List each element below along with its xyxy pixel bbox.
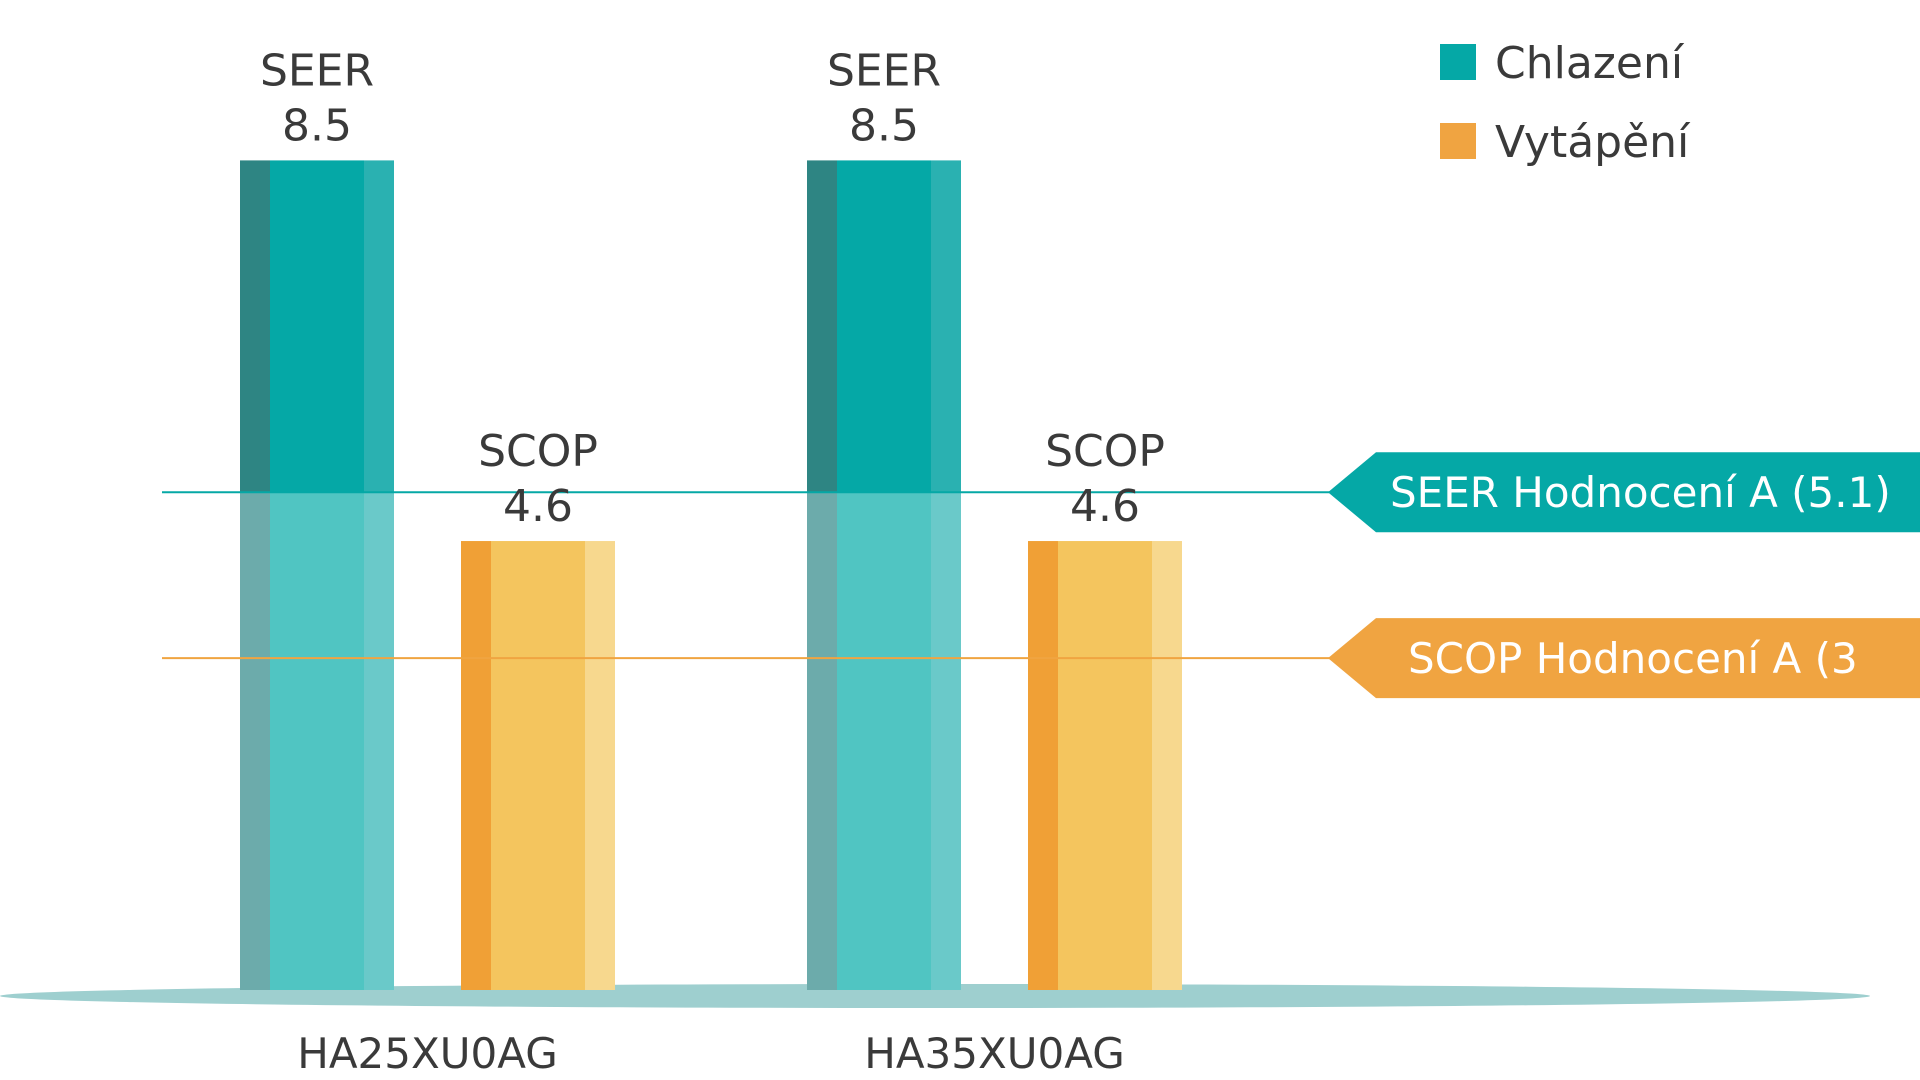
legend-swatch bbox=[1440, 44, 1476, 80]
bar bbox=[807, 160, 961, 990]
bar-segment bbox=[1028, 541, 1058, 990]
category-label: HA35XU0AG bbox=[864, 1029, 1125, 1078]
bar-segment bbox=[461, 541, 491, 990]
bar-segment bbox=[931, 160, 961, 493]
bar-metric-label: SEER bbox=[260, 45, 374, 96]
bar-metric-label: SCOP bbox=[1045, 426, 1165, 477]
bar-segment bbox=[364, 160, 394, 493]
bar-segment bbox=[837, 492, 931, 990]
legend-label: Chlazení bbox=[1495, 38, 1685, 89]
bar-segment bbox=[1058, 541, 1152, 990]
bar bbox=[1028, 541, 1182, 990]
bar-metric-label: SEER bbox=[827, 45, 941, 96]
bar-segment bbox=[270, 492, 364, 990]
reference-lines-layer: SEER Hodnocení A (5.1) SCOP Hodnocení A (… bbox=[162, 452, 1920, 699]
bar-value-label: 8.5 bbox=[849, 100, 919, 151]
bar-segment bbox=[931, 492, 961, 990]
legend-swatch bbox=[1440, 123, 1476, 159]
bar-value-label: 8.5 bbox=[282, 100, 352, 151]
bar bbox=[461, 541, 615, 990]
reference-tag bbox=[1328, 618, 1920, 699]
bar-segment bbox=[807, 492, 837, 990]
category-labels-layer: HA25XU0AG HA35XU0AG bbox=[297, 1029, 1125, 1078]
bar-segment bbox=[585, 541, 615, 990]
reference-tag bbox=[1328, 452, 1920, 533]
bar-segment bbox=[270, 160, 364, 493]
bar-segment bbox=[364, 492, 394, 990]
bar-segment bbox=[807, 160, 837, 493]
bar-segment bbox=[240, 492, 270, 990]
bar-metric-label: SCOP bbox=[478, 426, 598, 477]
category-label: HA25XU0AG bbox=[297, 1029, 558, 1078]
bar-value-label: 4.6 bbox=[503, 481, 573, 532]
bars-layer bbox=[240, 160, 1182, 990]
reference-label: SEER Hodnocení A (5.1) bbox=[1390, 468, 1891, 517]
legend-label: Vytápění bbox=[1495, 117, 1691, 168]
bar-value-label: 4.6 bbox=[1070, 481, 1140, 532]
reference-label: SCOP Hodnocení A (3 bbox=[1408, 634, 1858, 683]
bar bbox=[240, 160, 394, 990]
bar-segment bbox=[1152, 541, 1182, 990]
bar-segment bbox=[491, 541, 585, 990]
bar-segment bbox=[837, 160, 931, 493]
bar-segment bbox=[240, 160, 270, 493]
